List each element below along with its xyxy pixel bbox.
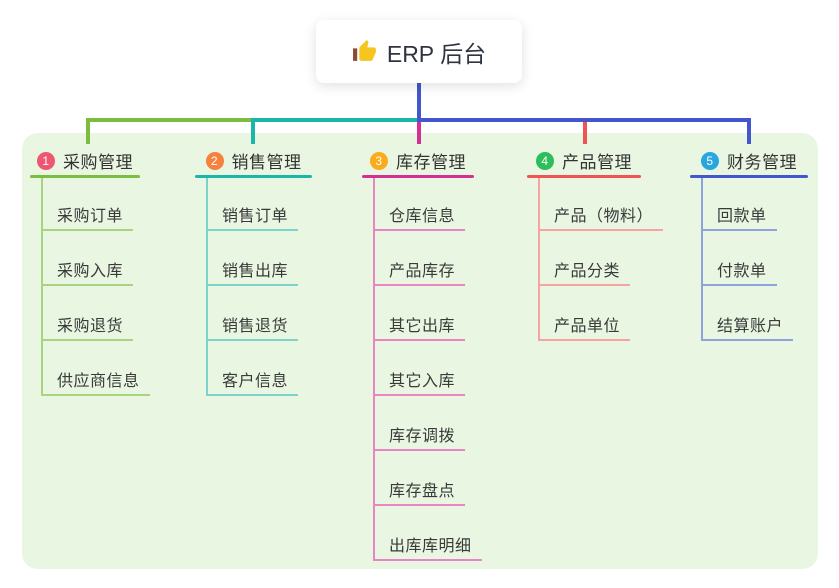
- tree-item[interactable]: 其它出库: [373, 317, 466, 341]
- branch-number-badge: 5: [701, 151, 719, 170]
- tree-item[interactable]: 销售订单: [206, 207, 299, 231]
- item-label: 销售退货: [222, 318, 289, 335]
- tree-item[interactable]: 结算账户: [701, 317, 794, 341]
- branch-title: 销售管理: [231, 153, 302, 172]
- branch-finance: 5 财务管理 回款单 付款单 结算账户: [690, 146, 808, 341]
- item-label: 其它入库: [389, 373, 456, 390]
- branch-underline: [362, 175, 474, 178]
- branch-underline: [30, 175, 140, 178]
- branch-trunk-line: [701, 178, 703, 341]
- item-label: 采购退货: [57, 318, 124, 335]
- branch-title: 采购管理: [63, 153, 133, 172]
- connector-drop-product: [583, 122, 587, 144]
- connector-horizontal-sales: [251, 118, 417, 122]
- branch-number-badge: 4: [536, 151, 554, 170]
- branch-title: 产品管理: [562, 153, 632, 172]
- tree-item[interactable]: 销售出库: [206, 262, 299, 286]
- branch-number-badge: 1: [37, 151, 55, 170]
- tree-item[interactable]: 采购退货: [41, 317, 134, 341]
- branch-number-badge: 3: [370, 151, 388, 170]
- branch-title: 库存管理: [396, 153, 466, 172]
- connector-horizontal-purchase: [86, 118, 251, 122]
- connector-root-drop: [417, 83, 421, 122]
- tree-item[interactable]: 产品分类: [538, 262, 631, 286]
- item-label: 付款单: [717, 263, 767, 280]
- branch-trunk-line: [538, 178, 540, 341]
- tree-item[interactable]: 回款单: [701, 207, 777, 231]
- tree-item[interactable]: 库存调拨: [373, 427, 466, 451]
- connector-drop-sales: [251, 122, 255, 144]
- item-label: 客户信息: [222, 373, 289, 390]
- branch-trunk-line: [41, 178, 43, 396]
- item-label: 采购入库: [57, 263, 124, 280]
- item-label: 产品（物料）: [554, 208, 654, 225]
- connector-drop-purchase: [86, 122, 90, 144]
- item-label: 采购订单: [57, 208, 124, 225]
- branch-underline: [195, 175, 312, 178]
- branch-trunk-line: [373, 178, 375, 561]
- item-label: 产品库存: [389, 263, 456, 280]
- branch-heading[interactable]: 1 采购管理: [30, 146, 140, 175]
- item-label: 结算账户: [717, 318, 784, 335]
- tree-item[interactable]: 销售退货: [206, 317, 299, 341]
- branch-inventory: 3 库存管理 仓库信息 产品库存 其它出库 其它入库 库存调拨 库存盘点 出库库…: [362, 146, 482, 561]
- item-label: 产品分类: [554, 263, 621, 280]
- tree-item[interactable]: 客户信息: [206, 372, 299, 396]
- branch-number-badge: 2: [205, 151, 224, 170]
- tree-item[interactable]: 出库库明细: [373, 537, 482, 561]
- branch-heading[interactable]: 2 销售管理: [195, 146, 312, 175]
- tree-item[interactable]: 采购入库: [41, 262, 134, 286]
- connector-drop-finance: [747, 122, 751, 144]
- tree-item[interactable]: 库存盘点: [373, 482, 466, 506]
- branch-underline: [690, 175, 808, 178]
- root-node[interactable]: ERP 后台: [316, 20, 522, 83]
- tree-item[interactable]: 采购订单: [41, 207, 134, 231]
- item-label: 其它出库: [389, 318, 456, 335]
- item-label: 库存调拨: [389, 428, 456, 445]
- thumbs-up-icon: [352, 40, 376, 61]
- item-label: 出库库明细: [389, 538, 472, 555]
- branch-title: 财务管理: [727, 153, 797, 172]
- item-label: 回款单: [717, 208, 767, 225]
- tree-item[interactable]: 供应商信息: [41, 372, 150, 396]
- tree-item[interactable]: 付款单: [701, 262, 777, 286]
- branch-heading[interactable]: 4 产品管理: [527, 146, 641, 175]
- tree-item[interactable]: 其它入库: [373, 372, 466, 396]
- item-label: 供应商信息: [57, 373, 140, 390]
- branch-heading[interactable]: 5 财务管理: [690, 146, 808, 175]
- tree-item[interactable]: 产品库存: [373, 262, 466, 286]
- item-label: 产品单位: [554, 318, 621, 335]
- branch-product: 4 产品管理 产品（物料） 产品分类 产品单位: [527, 146, 664, 341]
- branch-heading[interactable]: 3 库存管理: [362, 146, 474, 175]
- item-label: 销售出库: [222, 263, 289, 280]
- item-label: 销售订单: [222, 208, 289, 225]
- branch-underline: [527, 175, 641, 178]
- connector-horizontal-finance: [417, 118, 751, 122]
- background-panel: [22, 133, 818, 569]
- branch-purchase: 1 采购管理 采购订单 采购入库 采购退货 供应商信息: [30, 146, 150, 396]
- tree-item[interactable]: 产品单位: [538, 317, 631, 341]
- item-label: 仓库信息: [389, 208, 456, 225]
- root-title: ERP 后台: [386, 40, 487, 67]
- item-label: 库存盘点: [389, 483, 456, 500]
- branch-trunk-line: [206, 178, 208, 396]
- tree-item[interactable]: 产品（物料）: [538, 207, 664, 231]
- branch-sales: 2 销售管理 销售订单 销售出库 销售退货 客户信息: [195, 146, 312, 396]
- tree-item[interactable]: 仓库信息: [373, 207, 466, 231]
- connector-drop-inventory: [417, 122, 421, 144]
